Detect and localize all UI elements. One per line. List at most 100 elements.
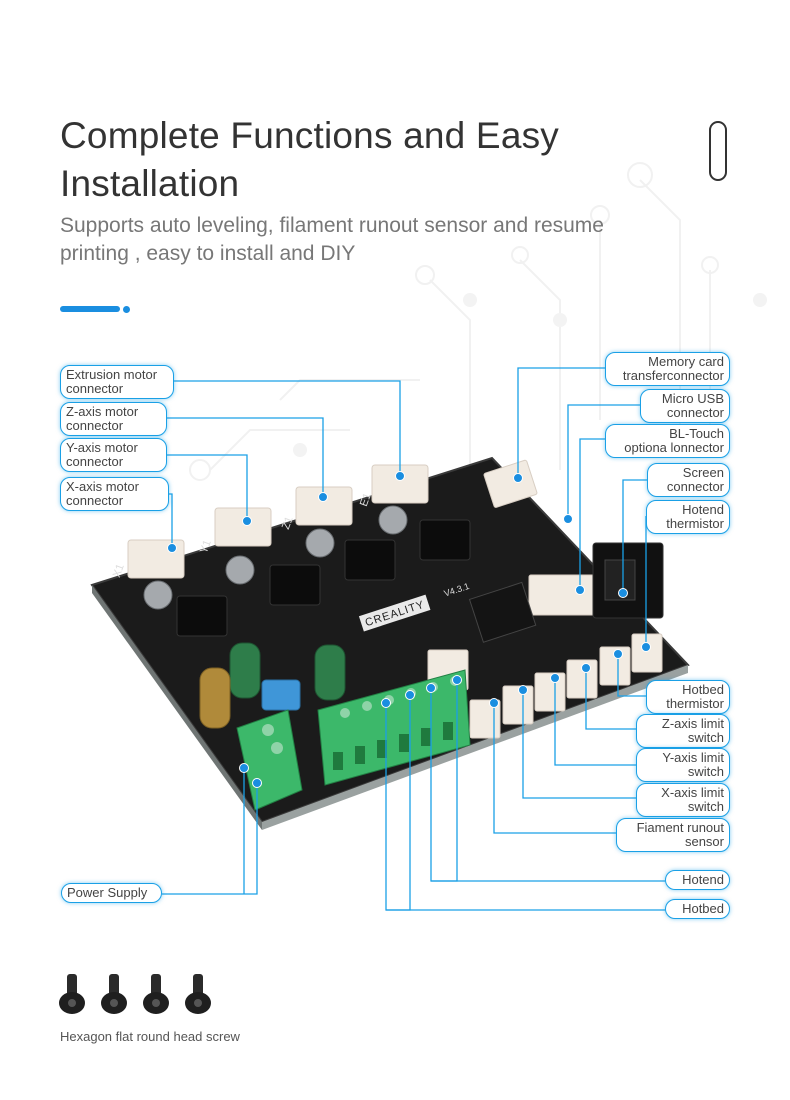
capacitor-1: [143, 580, 173, 610]
connector-fil: [469, 699, 501, 739]
marker-screen: [618, 588, 628, 598]
capacitor-2: [225, 555, 255, 585]
connector-z1: [295, 486, 353, 526]
marker-bltouch: [575, 585, 585, 595]
callout-memory-card: Memory card transferconnector: [605, 352, 730, 386]
callout-hotend: Hotend: [665, 870, 730, 890]
marker-hotbed-therm: [613, 649, 623, 659]
leader-usb: [567, 404, 640, 519]
callout-micro-usb: Micro USB connector: [640, 389, 730, 423]
connector-bedtherm: [599, 646, 631, 686]
callout-text: Memory card: [648, 354, 724, 369]
marker-hotend-b: [452, 675, 462, 685]
callout-text: transferconnector: [622, 368, 724, 383]
callout-text: connector: [66, 418, 124, 433]
heatsink-1: [176, 595, 228, 637]
heatsink-3: [344, 539, 396, 581]
title-line-1: Complete Functions and Easy: [60, 115, 559, 156]
marker-z-limit: [581, 663, 591, 673]
marker-y-motor: [242, 516, 252, 526]
page-subtitle: Supports auto leveling, filament runout …: [60, 212, 700, 268]
leader-sd: [517, 367, 605, 478]
callout-text: Power Supply: [67, 885, 148, 900]
callout-text: BL-Touch: [669, 426, 724, 441]
heatsink-4: [419, 519, 471, 561]
callout-text: connector: [666, 479, 724, 494]
electrolytic-cap-3: [199, 667, 231, 729]
callout-text: thermistor: [666, 696, 724, 711]
connector-xlim: [502, 685, 534, 725]
marker-x-motor: [167, 543, 177, 553]
leader-x-limit: [522, 690, 636, 799]
callout-x-motor: X-axis motor connector: [60, 477, 169, 511]
callout-text: sensor: [684, 834, 724, 849]
marker-extrusion: [395, 471, 405, 481]
leader-y-motor: [167, 454, 248, 521]
callout-text: connector: [666, 405, 724, 420]
leader-extrusion: [174, 380, 401, 476]
electrolytic-cap-2: [314, 644, 346, 701]
callout-power-supply: Power Supply: [61, 883, 162, 903]
brand-plate: [358, 594, 431, 632]
subtitle-line-1: Supports auto leveling, filament runout …: [60, 214, 604, 237]
callout-hotbed-thermistor: Hotbed thermistor: [646, 680, 730, 714]
marker-hotend-a: [426, 683, 436, 693]
callout-hotend-thermistor: Hotend thermistor: [646, 500, 730, 534]
marker-x-limit: [518, 685, 528, 695]
callout-text: Screen: [682, 465, 724, 480]
callout-hotbed: Hotbed: [665, 899, 730, 919]
silkscreen-z1: Z1: [280, 515, 296, 531]
mcu-chip: [468, 581, 537, 643]
accent-dot: [123, 306, 130, 313]
marker-hotend-therm: [641, 642, 651, 652]
connector-endtherm: [631, 633, 663, 673]
marker-sd: [513, 473, 523, 483]
fuse: [261, 679, 301, 711]
callout-text: connector: [66, 381, 124, 396]
marker-y-limit: [550, 673, 560, 683]
leader-filament: [493, 703, 616, 834]
callout-y-motor: Y-axis motor connector: [60, 438, 167, 472]
leader-screen: [622, 479, 647, 593]
callout-z-motor: Z-axis motor connector: [60, 402, 167, 436]
heatsink-2: [269, 564, 321, 606]
callout-filament-runout: Fiament runout sensor: [616, 818, 730, 852]
callout-text: optiona lonnector: [624, 440, 724, 455]
leader-z-limit: [585, 668, 636, 730]
callout-text: Micro USB: [661, 391, 724, 406]
screw-caption: Hexagon flat round head screw: [60, 1029, 240, 1044]
screw-icon: [101, 974, 127, 1014]
marker-usb: [563, 514, 573, 524]
connector-y1: [214, 507, 272, 547]
callout-text: Y-axis limit: [662, 750, 724, 765]
callout-text: connector: [66, 493, 124, 508]
callout-screen: Screen connector: [647, 463, 730, 497]
leader-y-limit: [554, 678, 636, 766]
marker-hotbed-a: [381, 698, 391, 708]
callout-text: Hotend: [682, 502, 724, 517]
leader-power: [162, 783, 258, 895]
scroll-indicator[interactable]: [709, 121, 727, 181]
silkscreen-e1: E1: [358, 491, 374, 508]
callout-text: Z-axis limit: [661, 716, 724, 731]
silkscreen-x1: X1: [111, 562, 127, 579]
capacitor-3: [305, 528, 335, 558]
callout-z-limit: Z-axis limit switch: [636, 714, 730, 748]
marker-z-motor: [318, 492, 328, 502]
callout-text: Fiament runout: [636, 820, 724, 835]
leader-z-motor: [167, 417, 324, 497]
callout-text: Hotbed: [682, 901, 724, 916]
screw-icon: [185, 974, 211, 1014]
capacitor-4: [378, 505, 408, 535]
marker-power-a: [239, 763, 249, 773]
leader-hotbed-therm: [617, 654, 646, 697]
callout-text: Extrusion motor: [66, 367, 158, 382]
callout-text: Hotend: [682, 872, 724, 887]
callout-text: connector: [66, 454, 124, 469]
title-line-2: Installation: [60, 163, 240, 204]
leader-x-motor: [169, 493, 173, 548]
screw-icon: [59, 974, 85, 1014]
callout-extrusion-motor: Extrusion motor connector: [60, 365, 174, 399]
